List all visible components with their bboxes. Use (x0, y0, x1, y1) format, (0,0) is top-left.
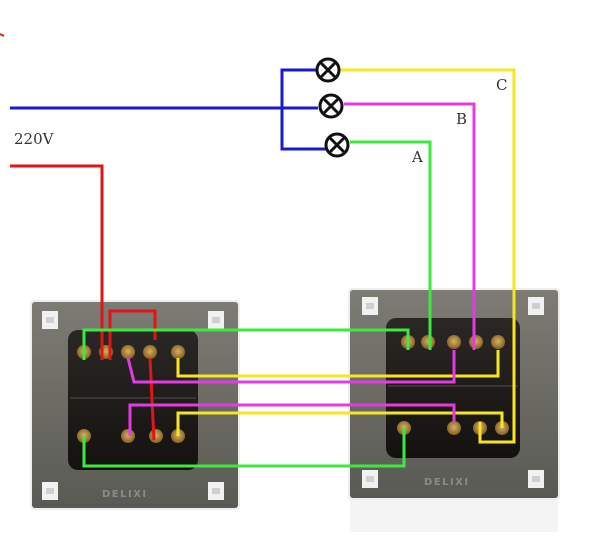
wire-c-link-top (176, 350, 500, 378)
live-wire (10, 164, 104, 360)
plate-reflection (350, 500, 558, 532)
wire-b-link-top (126, 350, 456, 384)
wire-a (350, 140, 432, 350)
live-jumper (108, 309, 157, 360)
wire-c (340, 68, 516, 444)
neutral-branch-a (280, 108, 326, 151)
lamp-b (318, 93, 344, 119)
switch-plate-right: DELIXI (348, 288, 560, 500)
edge-mark (0, 33, 5, 37)
wire-b (344, 102, 476, 350)
brand-label: DELIXI (424, 477, 470, 488)
neutral-wire (10, 68, 318, 110)
live-cross (148, 357, 156, 441)
lamp-a (324, 132, 350, 158)
lamp-b-label: B (456, 110, 467, 128)
lamp-c (315, 57, 341, 83)
voltage-label: 220V (14, 130, 55, 148)
wire-a-link-top (82, 328, 410, 360)
wire-c-link-bottom (176, 411, 504, 436)
brand-label: DELIXI (102, 489, 148, 500)
lamp-a-label: A (411, 148, 423, 166)
wire-a-link-bottom (82, 428, 406, 468)
lamp-c-label: C (496, 76, 507, 94)
wire-b-link-bottom (128, 403, 456, 436)
